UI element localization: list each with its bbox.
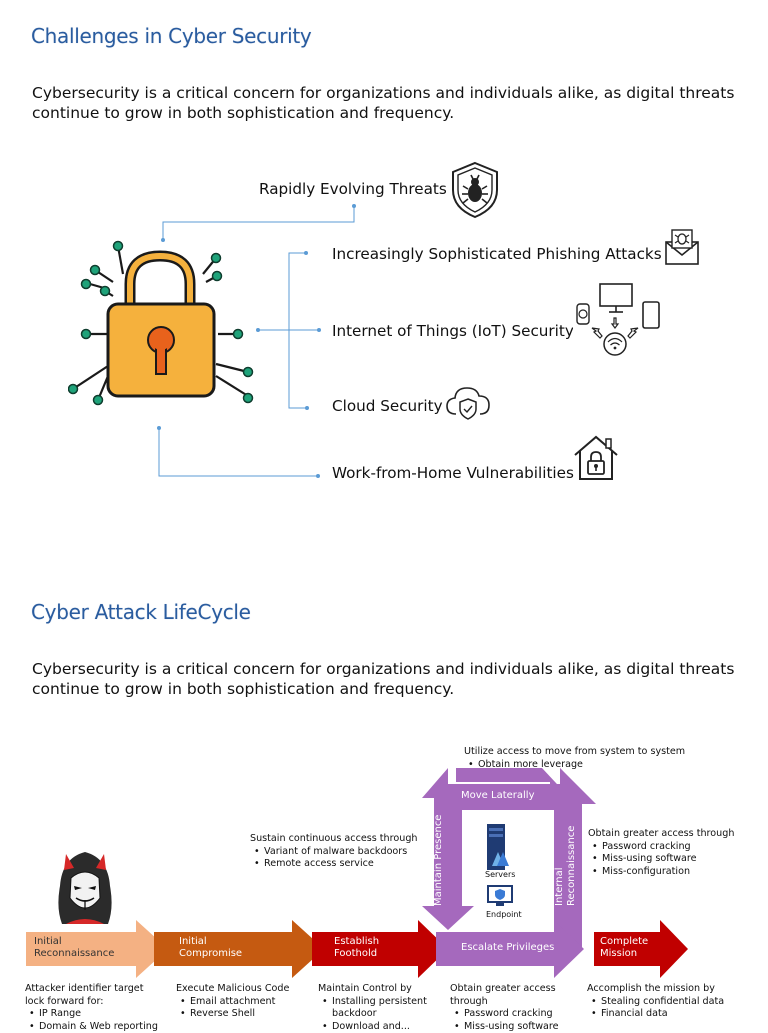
- shield-bug-icon: [452, 161, 498, 219]
- challenge-phishing-attacks: Increasingly Sophisticated Phishing Atta…: [332, 245, 662, 263]
- challenge-iot-security: Internet of Things (IoT) Security: [332, 322, 573, 340]
- note-foothold: Maintain Control by Installing persisten…: [318, 983, 443, 1033]
- note-greater-access: Obtain greater access through Password c…: [588, 828, 766, 878]
- section-title-challenges: Challenges in Cyber Security: [31, 24, 312, 48]
- label-move-laterally: Move Laterally: [461, 790, 535, 801]
- stage-escalate-privileges: Escalate Privileges: [461, 942, 555, 953]
- lateral-movement-loop: [422, 768, 596, 948]
- hacker-avatar-icon: [58, 852, 112, 924]
- label-maintain-presence: Maintain Presence: [433, 814, 444, 906]
- challenge-wfh-vulnerabilities: Work-from-Home Vulnerabilities: [332, 464, 574, 482]
- lifecycle-stage-arrows: [26, 920, 688, 978]
- label-internal-recon-1: Internal: [554, 867, 565, 906]
- label-endpoint: Endpoint: [486, 910, 522, 919]
- connector-lines: [157, 204, 356, 478]
- endpoint-icon: [487, 885, 513, 906]
- note-recon: Attacker identifier target lock forward …: [25, 983, 165, 1033]
- cloud-shield-icon: [446, 387, 490, 420]
- challenge-rapidly-evolving-threats: Rapidly Evolving Threats: [259, 180, 447, 198]
- home-lock-icon: [574, 435, 618, 480]
- section-paragraph-challenges: Cybersecurity is a critical concern for …: [32, 84, 735, 122]
- padlock-icon: [68, 240, 254, 406]
- challenge-cloud-security: Cloud Security: [332, 397, 443, 415]
- note-sustain: Sustain continuous access through Varian…: [250, 833, 430, 871]
- note-lateral: Utilize access to move from system to sy…: [464, 746, 704, 771]
- note-compromise: Execute Malicious Code Email attachmentR…: [176, 983, 311, 1021]
- label-servers: Servers: [485, 870, 516, 879]
- phishing-envelope-icon: [665, 229, 699, 265]
- label-internal-recon-2: Reconnaissance: [566, 825, 577, 906]
- note-escalate: Obtain greater access through Password c…: [450, 983, 575, 1033]
- section-paragraph-lifecycle: Cybersecurity is a critical concern for …: [32, 660, 735, 698]
- section-title-lifecycle: Cyber Attack LifeCycle: [31, 600, 251, 624]
- note-mission: Accomplish the mission by Stealing confi…: [587, 983, 757, 1021]
- iot-devices-icon: [576, 283, 660, 356]
- server-icon: [487, 824, 509, 870]
